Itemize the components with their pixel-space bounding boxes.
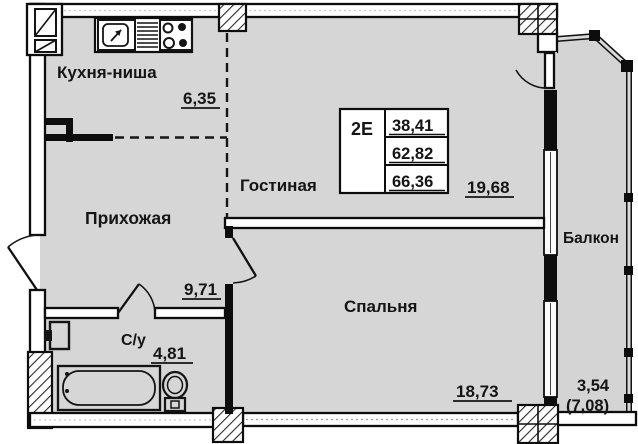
- unit-area-2: 62,82: [392, 145, 433, 163]
- unit-area-1: 38,41: [392, 117, 433, 135]
- right-wall-seg: [544, 254, 557, 302]
- columns: [211, 2, 560, 444]
- unit-type: 2Е: [351, 119, 373, 139]
- balcony-door-arc: [515, 69, 550, 89]
- hall-bedroom-wall: [225, 226, 233, 238]
- zone-dashed-lines: [115, 33, 229, 218]
- bathroom-door-leaf: [117, 283, 140, 314]
- balcony-area-full: (7,08): [566, 397, 609, 415]
- railing-post: [621, 60, 633, 72]
- fixtures: [25, 2, 194, 413]
- railing-tick: [624, 266, 633, 275]
- balcony-label: Балкон: [563, 230, 619, 247]
- bathroom-wall: [153, 306, 227, 320]
- bathroom-wall: [43, 306, 120, 320]
- sink-icon: [97, 19, 136, 51]
- living-label: Гостиная: [240, 176, 317, 195]
- entrance-door-leaf: [7, 246, 38, 291]
- railing-tick: [624, 394, 633, 403]
- balcony-floor: [557, 33, 632, 418]
- room-labels: Кухня-ниша 6,35 Гостиная 19,68 Прихожая …: [57, 63, 619, 415]
- bath-area: 4,81: [153, 344, 186, 363]
- hall-bedroom-wall: [225, 284, 233, 414]
- balcony-area: [554, 30, 638, 427]
- apartment-floor: [40, 12, 548, 416]
- bathtub-icon: [56, 364, 162, 412]
- kitchen-stub: [66, 118, 73, 142]
- drainer-icon: [137, 22, 158, 48]
- railing-tick: [624, 348, 633, 357]
- bottom-wall-bath: [28, 411, 217, 429]
- vent-shaft-icon: [25, 2, 64, 57]
- kitchen-area: 6,35: [183, 89, 216, 108]
- right-wall-seg: [544, 90, 557, 152]
- toilet-icon: [161, 370, 189, 413]
- stove-icon: [159, 19, 193, 51]
- kitchen-stub: [45, 118, 73, 125]
- living-area: 19,68: [467, 178, 510, 197]
- bedroom-door-arc: [232, 275, 257, 284]
- living-bedroom-wall: [223, 216, 546, 230]
- doors: [7, 51, 557, 314]
- bathroom-door-arc: [138, 283, 156, 314]
- bath-label: С/у: [121, 332, 146, 349]
- column: [217, 2, 248, 33]
- railing-post: [589, 30, 600, 41]
- railing-tick: [624, 193, 633, 202]
- bedroom-door-leaf: [232, 237, 257, 277]
- unit-area-3: 66,36: [392, 173, 433, 191]
- hall-label: Прихожая: [85, 208, 171, 228]
- balcony-area-reduced: 3,54: [577, 377, 610, 395]
- kitchen-label: Кухня-ниша: [57, 63, 157, 82]
- bedroom-label: Спальня: [344, 297, 417, 316]
- washbasin-icon: [44, 320, 71, 351]
- balcony-door-leaf: [543, 51, 556, 90]
- unit-card: 2Е 38,41 62,82 66,36: [338, 107, 450, 195]
- kitchen-stub: [45, 134, 113, 141]
- bedroom-area: 18,73: [456, 382, 499, 401]
- hall-area: 9,71: [184, 280, 217, 299]
- kitchen-block: [93, 16, 194, 54]
- interior-walls: [43, 118, 546, 414]
- entrance-door-arc: [7, 234, 38, 248]
- small-window: [536, 31, 559, 54]
